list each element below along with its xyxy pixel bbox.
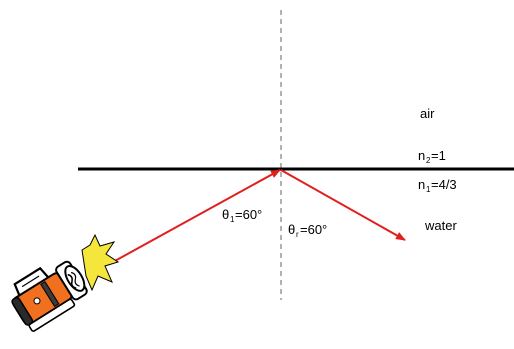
- flashlight-icon: [11, 233, 120, 332]
- svg-text:=60°: =60°: [300, 222, 327, 237]
- n1-label: n 1 =4/3: [418, 177, 457, 194]
- svg-text:=1: =1: [431, 148, 446, 163]
- svg-text:=4/3: =4/3: [431, 177, 457, 192]
- svg-text:n: n: [418, 177, 425, 192]
- svg-text:=60°: =60°: [235, 207, 262, 222]
- reflected-angle-label: θ r =60°: [288, 222, 327, 239]
- svg-text:2: 2: [426, 156, 431, 165]
- svg-text:n: n: [418, 148, 425, 163]
- incident-angle-label: θ 1 =60°: [222, 207, 262, 224]
- air-label: air: [420, 106, 435, 121]
- svg-text:θ: θ: [222, 207, 229, 222]
- svg-text:1: 1: [426, 185, 431, 194]
- reflected-ray: [280, 169, 406, 241]
- water-label: water: [424, 218, 457, 233]
- svg-text:1: 1: [230, 215, 235, 224]
- n2-label: n 2 =1: [418, 148, 446, 165]
- svg-text:r: r: [296, 230, 299, 239]
- svg-text:θ: θ: [288, 222, 295, 237]
- incident-ray: [112, 169, 281, 263]
